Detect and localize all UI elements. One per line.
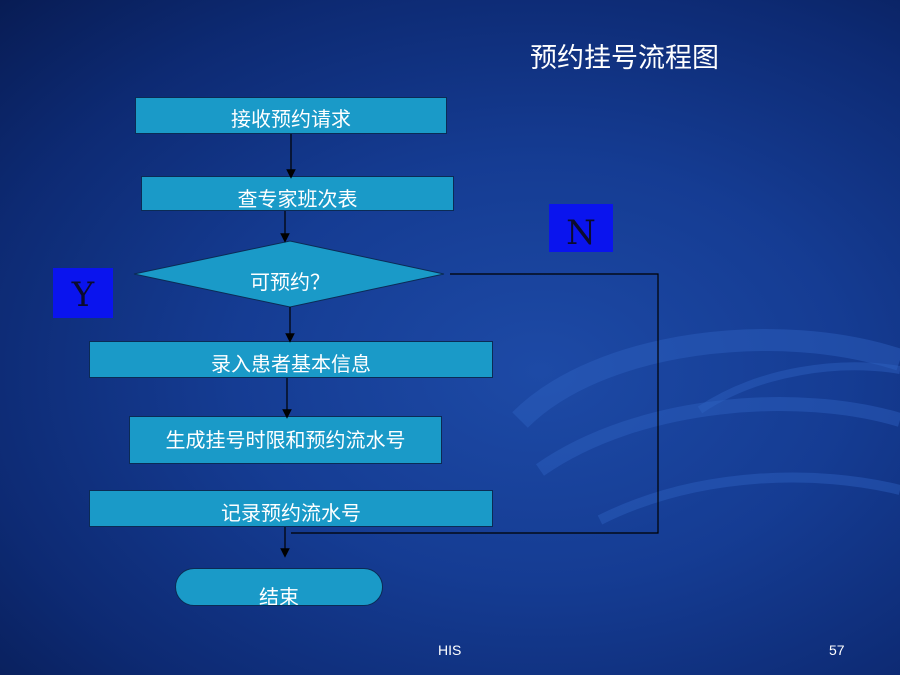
page-title: 预约挂号流程图 [530, 43, 719, 74]
yes-label: Y [53, 268, 113, 318]
step-enter-patient-info: 录入患者基本信息 [89, 341, 493, 378]
no-label: N [549, 204, 613, 253]
footer-title: HIS [438, 642, 462, 658]
step-record-number: 记录预约流水号 [89, 490, 493, 527]
connector-no-branch [291, 273, 659, 534]
decision-diamond [133, 240, 445, 308]
step-receive-request: 接收预约请求 [135, 97, 447, 134]
step-generate-number: 生成挂号时限和预约流水号 [129, 416, 442, 464]
step-end-terminal: 结束 [175, 568, 383, 606]
page-number: 57 [829, 642, 845, 658]
decision-label: 可预约？ [250, 270, 330, 294]
step-check-schedule: 查专家班次表 [141, 176, 454, 211]
